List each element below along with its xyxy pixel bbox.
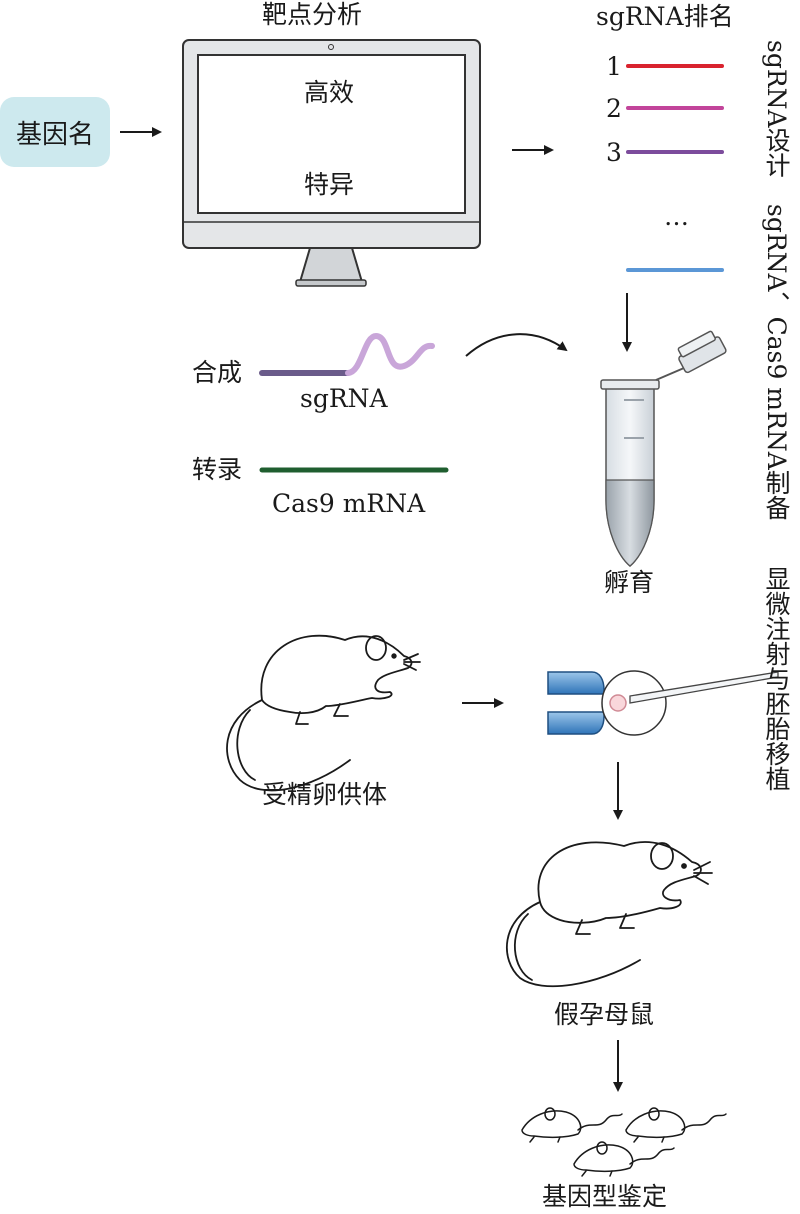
pseudo-mother-label: 假孕母鼠	[554, 1000, 655, 1029]
target-analysis-title: 靶点分析	[262, 0, 363, 29]
computer-monitor-icon	[182, 39, 481, 287]
rank-2-number: 2	[606, 94, 622, 123]
incubation-label: 孵育	[604, 568, 655, 597]
microcentrifuge-tube-icon	[600, 330, 727, 567]
ranking-ellipsis: …	[664, 202, 689, 231]
efficient-label: 高效	[304, 78, 355, 107]
sgrna-molecule-icon	[259, 332, 435, 376]
pup-mouse-icon	[521, 1107, 623, 1143]
sgrna-ranking-title: sgRNA排名	[596, 2, 734, 31]
gene-name-label: 基因名	[15, 119, 94, 150]
synthesis-label: 合成	[192, 358, 243, 387]
specific-label: 特异	[304, 170, 355, 199]
rank-3-number: 3	[606, 138, 622, 167]
pup-mouse-icon	[625, 1107, 727, 1143]
side-label-sgrna-design: sgRNA设计	[762, 40, 791, 178]
sgrna-label: sgRNA	[300, 384, 388, 413]
cas9-mrna-label: Cas9 mRNA	[272, 489, 426, 518]
pseudopregnant-mouse-icon	[506, 841, 713, 988]
rank-1-number: 1	[606, 52, 622, 81]
transcription-label: 转录	[192, 455, 243, 484]
donor-mouse-icon	[226, 634, 421, 792]
gene-name-box: 基因名	[0, 97, 110, 167]
arrow-curved-to-tube	[465, 333, 568, 357]
side-label-injection: 显微注射与胚胎移植	[762, 566, 791, 791]
pup-mouse-icon	[573, 1141, 675, 1177]
side-label-preparation: sgRNA、Cas9 mRNA制备	[762, 204, 791, 520]
microinjection-icon	[547, 670, 779, 736]
genotyping-label: 基因型鉴定	[542, 1182, 668, 1211]
donor-label: 受精卵供体	[262, 780, 388, 809]
